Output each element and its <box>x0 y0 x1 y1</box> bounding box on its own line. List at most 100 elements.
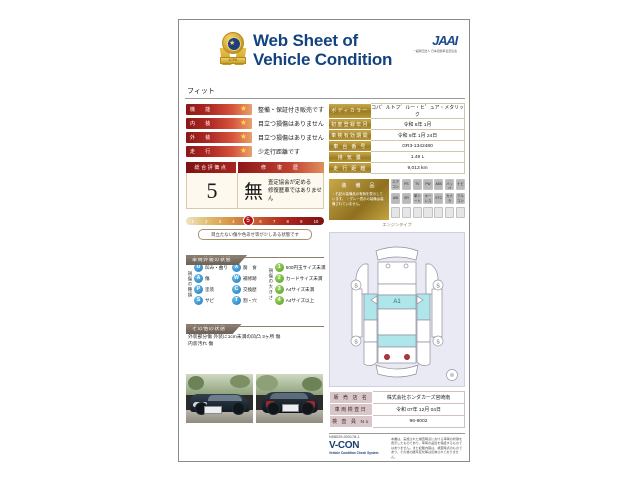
svg-text:S: S <box>436 340 440 346</box>
vehicle-body-diagram: S S S S A1 <box>329 232 465 387</box>
equipment-description: ・右記の装備品の有無を表示しています。 ・グレー表示の装備は装備されていません。 <box>332 192 384 206</box>
rating-row: 走 行 ★ 少走行距離です <box>186 145 324 157</box>
rating-label: 機 能 <box>190 106 213 113</box>
damage-code-item: X 腐 食 <box>231 263 257 272</box>
section-rule <box>186 257 324 258</box>
spec-value: GR3-1342480 <box>371 140 465 152</box>
jaai-subtitle: 一般財団法人 日本自動車査定協会 <box>412 49 457 53</box>
section-rule <box>186 326 324 327</box>
navigation-icon: ナビ <box>455 179 465 190</box>
jaai-logo: JAAI <box>432 33 458 48</box>
body-diagram-svg: S S S S A1 <box>350 246 458 381</box>
scale-tick: 7 <box>272 218 276 224</box>
roof-damage-mark: A1 <box>393 299 401 305</box>
table-row: 走 行 距 離 9,013 km <box>329 162 465 174</box>
emblem-star-icon: ★ <box>229 40 236 47</box>
condition-scale: 1 2 3 4 5 6 7 8 9 10 5 <box>186 214 324 227</box>
repair-history-kanji: 無 <box>244 181 264 203</box>
scale-tick: 9 <box>300 218 303 224</box>
damage-size-label: 500円玉サイズ未満 <box>285 264 326 270</box>
scale-tick: 4 <box>232 218 235 224</box>
rating-row: 外 装 ★ 目立つ損傷はありません <box>186 131 324 143</box>
damage-code-item: A 傷 <box>194 274 228 283</box>
damage-code-icon: C <box>231 285 241 294</box>
table-row: ボディカラー コバ゛ルトフ゛ルー・ヒ゜ュア・メタリック <box>329 103 465 119</box>
left-gutter <box>0 0 160 480</box>
damage-code-item: S サビ <box>194 296 228 305</box>
airbag-icon: エアバッグ <box>444 179 455 190</box>
overall-score-header: 総合評価点 修 復 歴 <box>186 162 324 173</box>
rating-star-icon: ★ <box>239 118 247 127</box>
other-condition-line1: 外装部分傷 外装に1cm未満の凹凸 3ヶ所 傷 <box>188 335 281 340</box>
spec-value: 1.49 L <box>371 151 465 163</box>
blank-slot-icon <box>412 207 422 219</box>
document-number: N98029-000178-1 <box>329 435 360 439</box>
sheet-footer: N98029-000178-1 V-CON Vehicle Condition … <box>329 433 465 459</box>
rating-star-icon: ★ <box>239 146 247 155</box>
blank-slot-icon <box>423 207 433 219</box>
damage-size-icon: 2 <box>274 274 284 283</box>
damage-code-item: P 塗装 <box>194 285 228 294</box>
page-title-line1: Web Sheet of <box>253 31 358 50</box>
rating-text: 少走行距離です <box>258 149 301 156</box>
etc-icon: ETC <box>434 193 444 205</box>
condition-scale-bar <box>186 217 324 225</box>
blank-slot-icon <box>434 207 444 219</box>
page-title: Web Sheet of Vehicle Condition <box>253 31 392 69</box>
rating-star-icon: ★ <box>239 132 247 141</box>
condition-scale-ticks: 1 2 3 4 5 6 7 8 9 10 <box>186 217 324 225</box>
equipment-label-box: 装 備 品 ・右記の装備品の有無を表示しています。 ・グレー表示の装備は装備され… <box>329 179 389 220</box>
table-row: 車 台 番 号 GR3-1342480 <box>329 140 465 152</box>
damage-code-label: 交換歴 <box>242 286 257 292</box>
front-three-quarter-photo <box>186 374 253 423</box>
air-conditioner-icon: エアコン <box>391 179 401 190</box>
spec-key: 車 台 番 号 <box>329 140 371 152</box>
condition-scale-marker: 5 <box>242 215 254 226</box>
dealer-info-table: 販 売 店 名 株式会社ホンダカーズ宮崎南 車両検査日 令和 07年 12月 0… <box>329 391 465 428</box>
repair-history-text-line1: 査定協会が定める <box>268 179 312 186</box>
right-gutter <box>488 0 640 480</box>
right-column: ボディカラー コバ゛ルトフ゛ルー・ヒ゜ュア・メタリック 初度登録年月 令和 6年… <box>329 103 465 459</box>
sunroof-icon: SR <box>401 193 412 205</box>
scale-tick: 8 <box>286 218 289 224</box>
condition-scale-note: 目立たない傷や色あせ等が少しある状態です <box>198 229 312 240</box>
rating-row: 機 能 ★ 整備・保証付き販売です <box>186 103 324 115</box>
vcon-brand: V-CON <box>329 440 360 451</box>
vehicle-condition-sheet: ★ JCPA Web Sheet of Vehicle Condition JA… <box>178 19 470 462</box>
damage-size-icon: 1 <box>274 263 284 272</box>
blank-slot-icon <box>391 207 401 219</box>
scale-tick: 6 <box>259 218 262 224</box>
overall-score-label: 総合評価点 <box>186 162 236 173</box>
damage-code-icon: P <box>194 285 203 294</box>
damage-code-label: 塗装 <box>205 286 215 292</box>
damage-size-label: カードサイズ未満 <box>285 275 323 281</box>
damage-code-label: 割・穴 <box>242 297 257 303</box>
rating-label: 内 装 <box>190 120 213 127</box>
equipment-label: 装 備 品 <box>341 183 377 189</box>
damage-code-item: U 凹み・曲り <box>194 263 228 272</box>
other-condition-section-header: その他の状態 <box>186 317 324 327</box>
leather-seat-icon: 革シート <box>412 193 422 205</box>
exterior-condition-tab: 車両外装の状態 <box>186 255 247 265</box>
table-row: 初度登録年月 令和 6年 1月 <box>329 118 465 130</box>
damage-size-grid: 1 500円玉サイズ未満 2 カードサイズ未満 3 A4サイズ未満 4 A4サイ… <box>274 263 326 305</box>
damage-size-item: 1 500円玉サイズ未満 <box>274 263 326 272</box>
damage-code-item: W 補修跡 <box>231 274 257 283</box>
svg-text:S: S <box>354 340 358 346</box>
other-condition-line2: 内装汚れ 傷 <box>188 342 214 347</box>
damage-size-item: 4 A4サイズ以上 <box>274 296 326 305</box>
rating-chip: 走 行 ★ <box>186 145 252 157</box>
dealer-key: 販 売 店 名 <box>329 391 373 404</box>
vehicle-spec-table: ボディカラー コバ゛ルトフ゛ルー・ヒ゜ュア・メタリック 初度登録年月 令和 6年… <box>329 103 465 174</box>
rear-three-quarter-photo <box>256 374 323 423</box>
jcpa-emblem-icon: ★ JCPA <box>219 32 247 66</box>
vehicle-photos <box>186 374 324 423</box>
scale-tick: 2 <box>205 218 208 224</box>
spec-value: コバ゛ルトフ゛ルー・ヒ゜ュア・メタリック <box>371 103 465 119</box>
sheet-header: ★ JCPA Web Sheet of Vehicle Condition JA… <box>179 20 469 82</box>
damage-code-label: 凹み・曲り <box>205 264 228 270</box>
other-condition-tab: その他の状態 <box>186 324 242 334</box>
blank-slot-icon <box>444 207 455 219</box>
spec-key: 初度登録年月 <box>329 118 371 130</box>
